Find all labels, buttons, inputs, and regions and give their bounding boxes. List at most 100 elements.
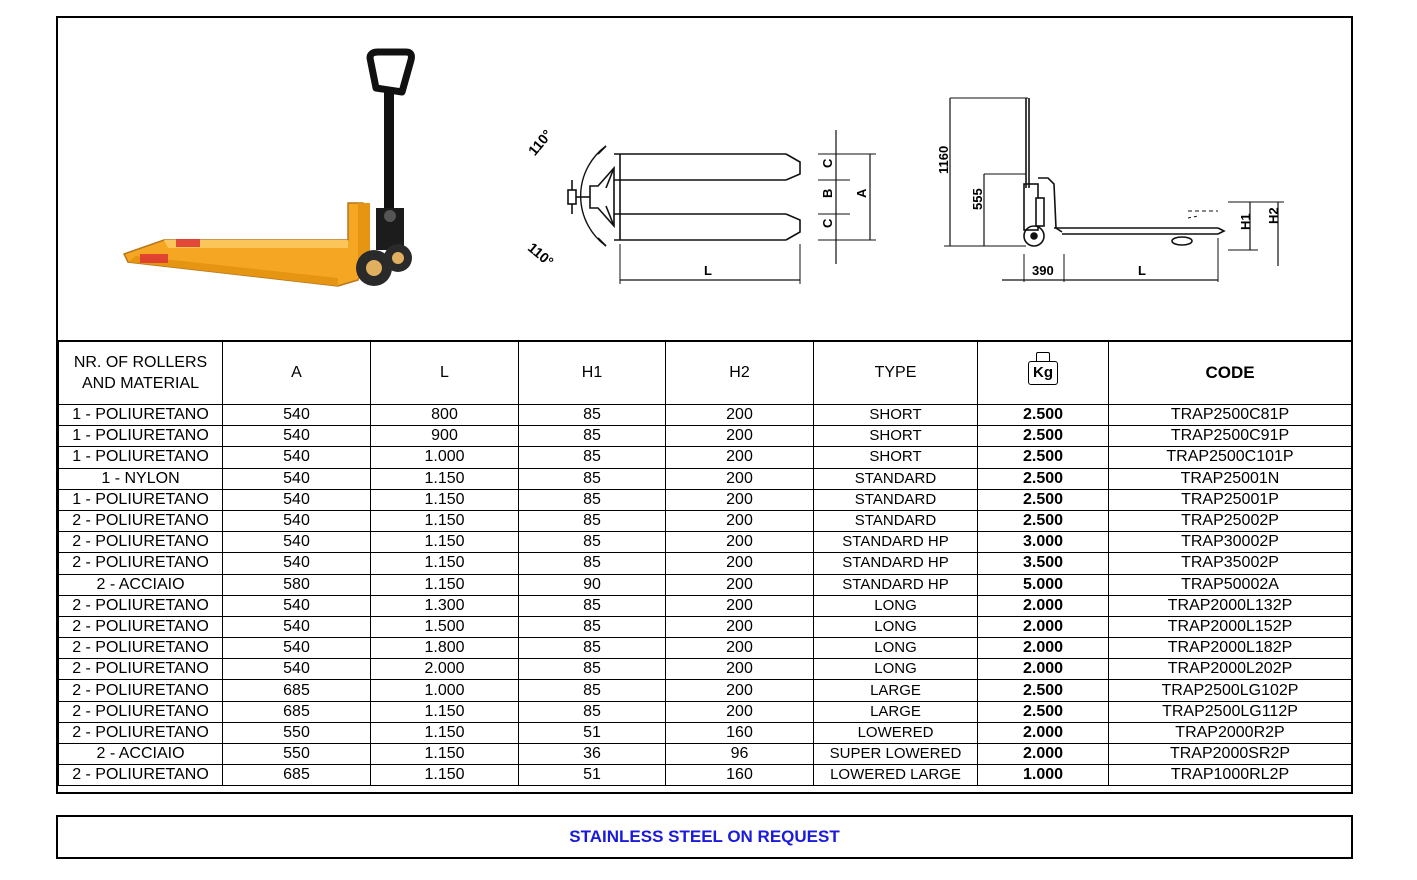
cell-h1: 85 [518,658,666,681]
cell-l: 1.300 [370,594,519,617]
cell-type: LONG [813,615,978,639]
cell-kg: 3.500 [977,552,1109,575]
cell-type: STANDARD HP [813,531,978,554]
cell-kg: 2.500 [977,509,1109,533]
spec-table: NR. OF ROLLERS AND MATERIAL A L H1 H2 TY… [58,340,1352,787]
header-type: TYPE [813,340,978,405]
cell-a: 540 [222,658,371,681]
cell-rollers: 1 - NYLON [58,467,223,490]
cell-h2: 200 [665,446,814,469]
cell-h2: 200 [665,509,814,533]
cell-code: TRAP2000L182P [1108,637,1352,660]
cell-h2: 200 [665,637,814,660]
cell-rollers: 2 - POLIURETANO [58,552,223,575]
cell-code: TRAP2500LG102P [1108,679,1352,702]
cell-kg: 2.500 [977,467,1109,490]
cell-h2: 160 [665,764,814,787]
height-1160-label: 1160 [936,146,951,174]
cell-a: 540 [222,403,371,427]
dim-h2-label: H2 [1266,207,1281,224]
dim-a-label: A [854,188,869,198]
cell-code: TRAP25001P [1108,488,1352,511]
cell-a: 540 [222,467,371,490]
cell-type: LOWERED [813,721,978,745]
cell-l: 800 [370,403,519,427]
cell-type: LARGE [813,679,978,702]
cell-h1: 85 [518,679,666,702]
cell-h2: 200 [665,403,814,427]
cell-code: TRAP2500C101P [1108,446,1352,469]
cell-h1: 85 [518,509,666,533]
cell-code: TRAP2000L132P [1108,594,1352,617]
side-view-drawing [944,97,1284,282]
cell-kg: 2.000 [977,615,1109,639]
cell-kg: 2.500 [977,700,1109,723]
cell-kg: 2.500 [977,488,1109,511]
cell-code: TRAP2000L202P [1108,658,1352,681]
cell-l: 1.150 [370,488,519,511]
cell-code: TRAP2000L152P [1108,615,1352,639]
cell-rollers: 2 - POLIURETANO [58,637,223,660]
header-rollers: NR. OF ROLLERS AND MATERIAL [58,340,223,405]
cell-kg: 1.000 [977,764,1109,787]
dim-c-top-label: C [820,158,835,168]
cell-a: 580 [222,573,371,596]
header-a: A [222,340,371,405]
cell-kg: 2.000 [977,721,1109,745]
cell-a: 540 [222,637,371,660]
angle-top-label: 110° [525,127,555,159]
cell-type: LONG [813,658,978,681]
dim-c-bottom-label: C [820,218,835,228]
cell-kg: 2.500 [977,425,1109,448]
cell-rollers: 2 - POLIURETANO [58,531,223,554]
cell-l: 1.150 [370,721,519,745]
cell-kg: 2.500 [977,446,1109,469]
cell-l: 1.150 [370,509,519,533]
header-l: L [370,340,519,405]
cell-h2: 96 [665,742,814,766]
cell-rollers: 1 - POLIURETANO [58,488,223,511]
cell-l: 1.150 [370,467,519,490]
cell-h1: 51 [518,721,666,745]
header-h1: H1 [518,340,666,405]
cell-l: 1.150 [370,573,519,596]
cell-rollers: 2 - ACCIAIO [58,573,223,596]
footer-note: STAINLESS STEEL ON REQUEST [569,827,840,846]
cell-a: 540 [222,615,371,639]
cell-rollers: 1 - POLIURETANO [58,446,223,469]
cell-h1: 90 [518,573,666,596]
footer-note-box: STAINLESS STEEL ON REQUEST [56,815,1353,859]
cell-l: 1.150 [370,531,519,554]
cell-h2: 200 [665,467,814,490]
cell-h2: 200 [665,425,814,448]
cell-l: 1.150 [370,700,519,723]
angle-bottom-label: 110° [525,239,557,269]
cell-rollers: 2 - POLIURETANO [58,700,223,723]
pallet-truck-illustration [122,48,415,287]
cell-kg: 2.000 [977,637,1109,660]
cell-h1: 85 [518,488,666,511]
top-view-drawing [567,130,876,284]
spec-sheet: 110° 110° C B C A L [56,16,1353,794]
cell-type: SHORT [813,425,978,448]
cell-rollers: 2 - POLIURETANO [58,594,223,617]
dim-l-side-label: L [1138,263,1146,278]
cell-h1: 85 [518,594,666,617]
cell-code: TRAP2500C81P [1108,403,1352,427]
cell-type: SHORT [813,446,978,469]
height-555-label: 555 [970,188,985,210]
cell-h1: 85 [518,403,666,427]
header-code: CODE [1108,340,1352,405]
cell-l: 1.000 [370,446,519,469]
